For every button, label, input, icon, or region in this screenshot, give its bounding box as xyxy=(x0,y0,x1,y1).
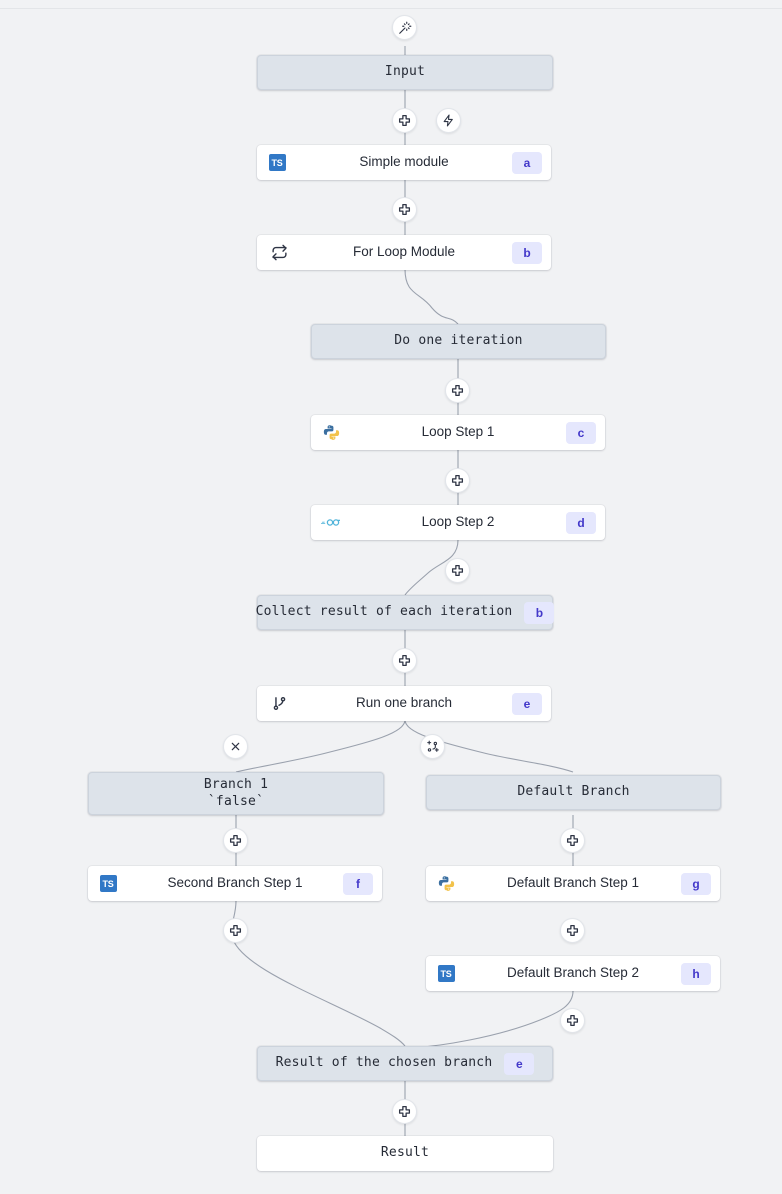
status-badge: f xyxy=(343,872,373,895)
add-step-button-collect-result[interactable] xyxy=(392,648,417,673)
status-badge: h xyxy=(681,962,711,985)
delete-branch-button[interactable] xyxy=(223,734,248,759)
canvas-top-divider xyxy=(0,8,782,9)
node-do-one-iteration[interactable]: Do one iteration xyxy=(311,324,606,359)
node-label: Result xyxy=(380,1145,430,1161)
node-label: Loop Step 1 xyxy=(421,424,495,440)
node-input[interactable]: Input xyxy=(257,55,553,90)
plus-icon xyxy=(451,384,464,397)
plus-icon xyxy=(451,564,464,577)
magic-wand-button[interactable] xyxy=(392,15,417,40)
add-step-button-input[interactable] xyxy=(392,108,417,133)
typescript-icon: TS xyxy=(267,153,287,173)
node-label: Simple module xyxy=(359,154,449,170)
node-simple-module[interactable]: TS Simple module a xyxy=(257,145,551,180)
plus-icon xyxy=(398,114,411,127)
plus-icon xyxy=(566,834,579,847)
python-icon xyxy=(321,423,341,443)
status-badge: c xyxy=(566,421,596,444)
node-label: Loop Step 2 xyxy=(421,514,495,530)
add-branch-button[interactable] xyxy=(420,734,445,759)
node-loop-step-2[interactable]: Loop Step 2 d xyxy=(311,505,605,540)
plus-icon xyxy=(566,924,579,937)
node-branch-1[interactable]: Branch 1 `false` xyxy=(88,772,384,815)
node-result[interactable]: Result xyxy=(257,1136,553,1171)
node-chosen-branch-result[interactable]: Result of the chosen branch e xyxy=(257,1046,553,1081)
add-step-button-loop-step-1[interactable] xyxy=(445,468,470,493)
status-badge: b xyxy=(512,241,542,264)
status-badge: a xyxy=(512,151,542,174)
node-label: Default Branch Step 1 xyxy=(506,875,640,891)
node-label: Default Branch xyxy=(517,784,630,800)
node-default-branch[interactable]: Default Branch xyxy=(426,775,721,810)
typescript-icon: TS xyxy=(98,874,118,894)
add-step-button-iteration[interactable] xyxy=(445,378,470,403)
add-step-button-second-branch-step-1[interactable] xyxy=(223,918,248,943)
node-collect-result[interactable]: Collect result of each iteration b xyxy=(255,595,555,630)
close-icon xyxy=(230,741,241,752)
magic-wand-icon xyxy=(398,21,412,35)
node-label: Result of the chosen branch xyxy=(275,1055,493,1071)
node-for-loop-module[interactable]: For Loop Module b xyxy=(257,235,551,270)
plus-icon xyxy=(229,834,242,847)
plus-icon xyxy=(566,1014,579,1027)
node-label: Second Branch Step 1 xyxy=(167,875,303,891)
git-branch-icon xyxy=(268,693,290,715)
node-label: Branch 1 `false` xyxy=(203,777,269,809)
add-step-button-default-branch[interactable] xyxy=(560,828,585,853)
add-step-button-branch-1[interactable] xyxy=(223,828,248,853)
plus-icon xyxy=(398,654,411,667)
typescript-icon: TS xyxy=(436,964,456,984)
plus-icon xyxy=(229,924,242,937)
node-default-branch-step-2[interactable]: TS Default Branch Step 2 h xyxy=(426,956,720,991)
add-step-button-default-branch-step-1[interactable] xyxy=(560,918,585,943)
node-label: Collect result of each iteration xyxy=(255,604,513,620)
status-badge: e xyxy=(504,1052,535,1075)
node-label: Do one iteration xyxy=(394,333,523,349)
trigger-button[interactable] xyxy=(436,108,461,133)
add-step-button-chosen-result[interactable] xyxy=(392,1099,417,1124)
add-step-button-default-branch-step-2[interactable] xyxy=(560,1008,585,1033)
loop-repeat-icon xyxy=(268,242,290,264)
node-loop-step-1[interactable]: Loop Step 1 c xyxy=(311,415,605,450)
python-icon xyxy=(436,874,456,894)
node-second-branch-step-1[interactable]: TS Second Branch Step 1 f xyxy=(88,866,382,901)
status-badge: g xyxy=(681,872,711,895)
branch-plus-icon xyxy=(426,740,440,754)
status-badge: b xyxy=(524,601,555,624)
node-run-one-branch[interactable]: Run one branch e xyxy=(257,686,551,721)
node-default-branch-step-1[interactable]: Default Branch Step 1 g xyxy=(426,866,720,901)
plus-icon xyxy=(451,474,464,487)
golang-icon xyxy=(321,513,341,533)
node-label: Default Branch Step 2 xyxy=(506,965,640,981)
plus-icon xyxy=(398,1105,411,1118)
plus-icon xyxy=(398,203,411,216)
add-step-button-loop-step-2[interactable] xyxy=(445,558,470,583)
lightning-icon xyxy=(442,114,455,127)
node-label: Run one branch xyxy=(355,695,453,711)
status-badge: d xyxy=(566,511,596,534)
node-label: For Loop Module xyxy=(352,244,456,260)
status-badge: e xyxy=(512,692,542,715)
add-step-button-simple-module[interactable] xyxy=(392,197,417,222)
node-label: Input xyxy=(384,64,426,80)
